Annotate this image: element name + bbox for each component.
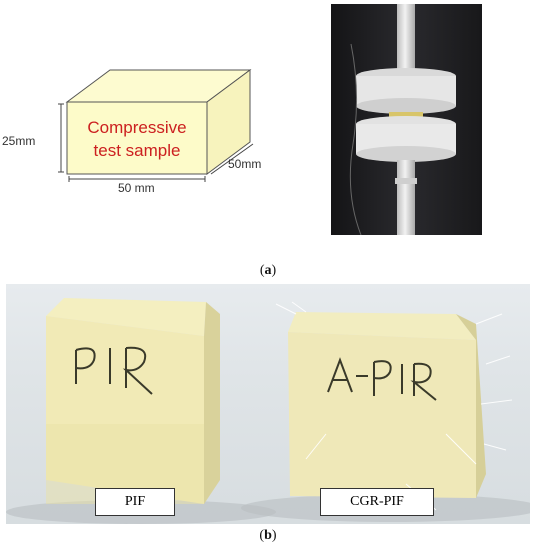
foam-samples-illustration <box>6 298 530 524</box>
sample-label-cgr-pif: CGR-PIF <box>320 488 434 516</box>
caption-b-letter: b <box>264 528 272 543</box>
caption-b: (b) <box>259 528 277 543</box>
sample-box-drawing <box>58 69 254 182</box>
dimension-depth-label: 50mm <box>228 157 262 171</box>
caption-a-letter: a <box>264 263 272 278</box>
caption-a: (a) <box>259 263 277 278</box>
dimension-height-label: 25mm <box>2 134 36 148</box>
box-label-line1: Compressive <box>87 118 187 137</box>
compression-rig-illustration <box>331 4 482 235</box>
box-label-line2: test sample <box>93 141 181 160</box>
foam-samples-photo <box>6 284 530 524</box>
sample-schematic <box>20 60 260 200</box>
sample-label-pif: PIF <box>95 488 175 516</box>
compression-rig-photo <box>331 4 482 235</box>
dimension-width-label: 50 mm <box>118 181 155 195</box>
